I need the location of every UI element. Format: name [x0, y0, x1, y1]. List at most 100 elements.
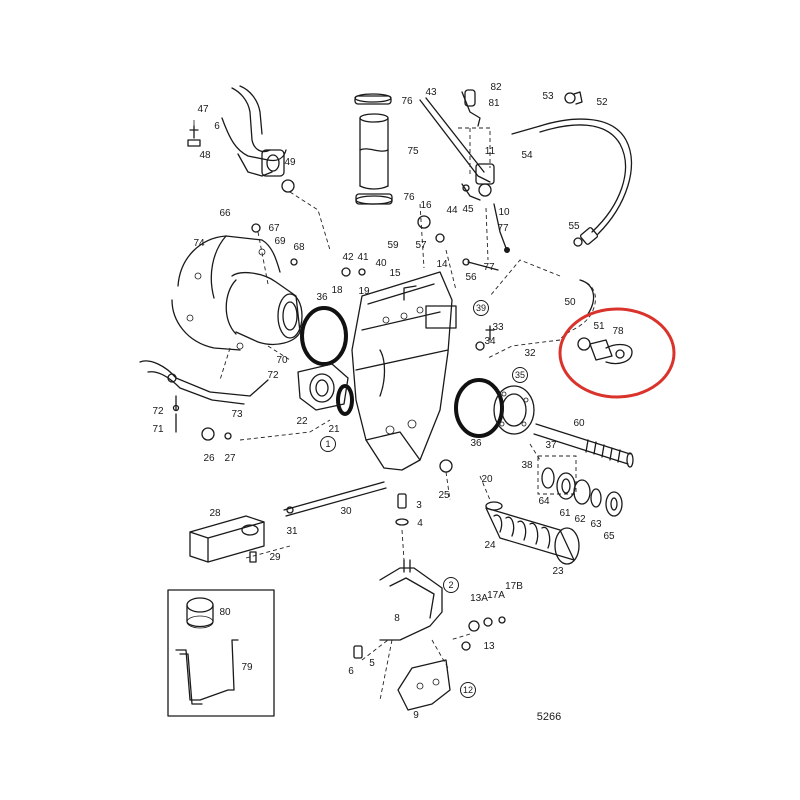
- part-label-69: 69: [274, 236, 286, 247]
- part-label-67: 67: [268, 223, 280, 234]
- part-label-53: 53: [542, 91, 554, 102]
- part-label-21: 21: [328, 424, 340, 435]
- part-label-24: 24: [484, 540, 496, 551]
- part-label-77-upper: 77: [497, 223, 509, 234]
- part-label-32: 32: [524, 348, 536, 359]
- part-label-2: 2: [443, 577, 459, 593]
- part-label-1: 1: [320, 436, 336, 452]
- part-label-8: 8: [394, 613, 400, 624]
- drawing-number: 5266: [536, 711, 562, 723]
- part-label-78: 78: [612, 326, 624, 337]
- fasteners: [201, 215, 506, 659]
- part-label-13A: 13A: [470, 593, 488, 604]
- part-label-19: 19: [358, 286, 370, 297]
- exhaust-bellows: [485, 501, 580, 565]
- part-label-6: 6: [214, 121, 220, 132]
- inset-panel: [167, 589, 275, 717]
- part-label-81: 81: [488, 98, 500, 109]
- part-label-54: 54: [521, 150, 533, 161]
- control-cable: [511, 91, 633, 247]
- part-label-16: 16: [420, 200, 432, 211]
- part-label-42: 42: [342, 252, 354, 263]
- part-label-71: 71: [152, 424, 164, 435]
- part-label-36-right: 36: [470, 438, 482, 449]
- part-label-72-upper: 72: [267, 370, 279, 381]
- part-label-56: 56: [465, 272, 477, 283]
- part-label-37: 37: [545, 440, 557, 451]
- bearing-block: [297, 363, 349, 411]
- highlight-circle: [558, 307, 676, 399]
- part-label-15: 15: [389, 268, 401, 279]
- part-label-63: 63: [590, 519, 602, 530]
- part-label-55: 55: [568, 221, 580, 232]
- bearing-plate: [493, 385, 535, 435]
- trim-arm: [139, 360, 269, 433]
- part-label-31: 31: [286, 526, 298, 537]
- part-label-50: 50: [564, 297, 576, 308]
- part-label-51: 51: [593, 321, 605, 332]
- part-label-4: 4: [417, 518, 423, 529]
- part-label-5: 5: [369, 658, 375, 669]
- part-label-29: 29: [269, 552, 281, 563]
- o-ring-left: [300, 306, 348, 366]
- lower-bracket: [379, 559, 451, 711]
- part-label-43: 43: [425, 87, 437, 98]
- part-label-3: 3: [416, 500, 422, 511]
- part-label-27: 27: [224, 453, 236, 464]
- part-label-61: 61: [559, 508, 571, 519]
- part-label-41: 41: [357, 252, 369, 263]
- o-ring-right: [454, 378, 504, 438]
- part-label-35: 35: [512, 367, 528, 383]
- part-label-44: 44: [446, 205, 458, 216]
- part-label-77-lower: 77: [483, 262, 495, 273]
- part-label-13: 13: [483, 641, 495, 652]
- part-label-62: 62: [574, 514, 586, 525]
- part-label-82: 82: [490, 82, 502, 93]
- input-shaft: [533, 423, 634, 468]
- part-label-18: 18: [331, 285, 343, 296]
- part-label-34: 34: [484, 336, 496, 347]
- part-label-64: 64: [538, 496, 550, 507]
- flywheel-housing: [171, 235, 303, 351]
- part-label-74: 74: [193, 238, 205, 249]
- part-label-11: 11: [484, 146, 496, 157]
- part-label-23: 23: [552, 566, 564, 577]
- part-label-20: 20: [481, 474, 493, 485]
- part-label-76-top: 76: [401, 96, 413, 107]
- part-label-39: 39: [473, 300, 489, 316]
- part-label-79: 79: [241, 662, 253, 673]
- transom-shield: [351, 271, 457, 471]
- part-label-28: 28: [209, 508, 221, 519]
- part-label-38: 38: [521, 460, 533, 471]
- part-label-30: 30: [340, 506, 352, 517]
- part-label-49: 49: [284, 157, 296, 168]
- part-label-14: 14: [436, 259, 448, 270]
- part-label-45: 45: [462, 204, 474, 215]
- part-label-60: 60: [573, 418, 585, 429]
- part-label-57: 57: [415, 240, 427, 251]
- part-label-22: 22: [296, 416, 308, 427]
- part-label-48: 48: [199, 150, 211, 161]
- o-ring-mid: [336, 384, 354, 416]
- upper-left-bracket: [187, 85, 295, 193]
- shift-lever-linkage: [419, 89, 510, 271]
- part-label-36-left: 36: [316, 292, 328, 303]
- bellows-sleeve: [354, 93, 393, 205]
- part-label-40: 40: [375, 258, 387, 269]
- part-label-70: 70: [276, 355, 288, 366]
- part-label-65: 65: [603, 531, 615, 542]
- part-label-12: 12: [460, 682, 476, 698]
- part-label-52: 52: [596, 97, 608, 108]
- part-label-75: 75: [407, 146, 419, 157]
- part-label-17B: 17B: [505, 581, 523, 592]
- part-label-9: 9: [413, 710, 419, 721]
- part-label-6-lower: 6: [348, 666, 354, 677]
- part-label-33: 33: [492, 322, 504, 333]
- part-label-72-lower: 72: [152, 406, 164, 417]
- spacer-block: [189, 515, 265, 563]
- part-label-10: 10: [498, 207, 510, 218]
- shaft-bearings: [537, 455, 623, 517]
- part-label-59: 59: [387, 240, 399, 251]
